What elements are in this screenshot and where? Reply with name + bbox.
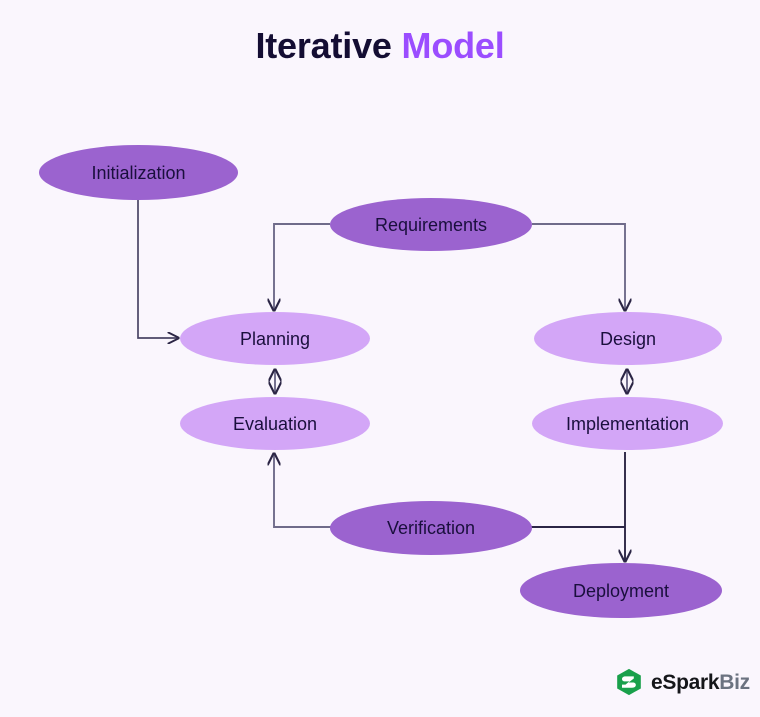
node-label: Verification bbox=[386, 518, 476, 538]
edge-verification-evaluation bbox=[274, 455, 332, 528]
node-deployment[interactable]: Deployment bbox=[520, 563, 722, 618]
node-design[interactable]: Design bbox=[534, 312, 722, 365]
esparkbiz-logo: eSparkBiz bbox=[615, 668, 750, 696]
node-verification[interactable]: Verification bbox=[330, 501, 532, 555]
logo-name-light: Biz bbox=[719, 670, 750, 694]
node-label: Initialization bbox=[91, 162, 186, 183]
edge-requirements-planning bbox=[274, 223, 330, 309]
edge-initialization-planning bbox=[137, 200, 177, 338]
node-label: Deployment bbox=[572, 580, 670, 601]
node-planning[interactable]: Planning bbox=[180, 312, 370, 365]
node-initialization[interactable]: Initialization bbox=[39, 145, 238, 200]
node-label: Evaluation bbox=[232, 413, 318, 434]
esparkbiz-hexagon-icon bbox=[617, 668, 641, 696]
page-title: Iterative Model bbox=[0, 24, 760, 68]
node-implementation[interactable]: Implementation bbox=[532, 397, 723, 450]
edge-requirements-design bbox=[532, 223, 625, 309]
node-label: Requirements bbox=[374, 214, 488, 235]
node-evaluation[interactable]: Evaluation bbox=[180, 397, 370, 450]
page-title-accent: Model bbox=[401, 25, 505, 66]
node-label: Implementation bbox=[565, 413, 690, 434]
node-requirements[interactable]: Requirements bbox=[330, 198, 532, 251]
node-label: Design bbox=[599, 328, 657, 349]
logo-name-bold: eSpark bbox=[651, 670, 720, 694]
esparkbiz-wordmark: eSparkBiz bbox=[651, 672, 750, 693]
node-label: Planning bbox=[239, 328, 311, 349]
page-title-main: Iterative bbox=[255, 25, 402, 66]
